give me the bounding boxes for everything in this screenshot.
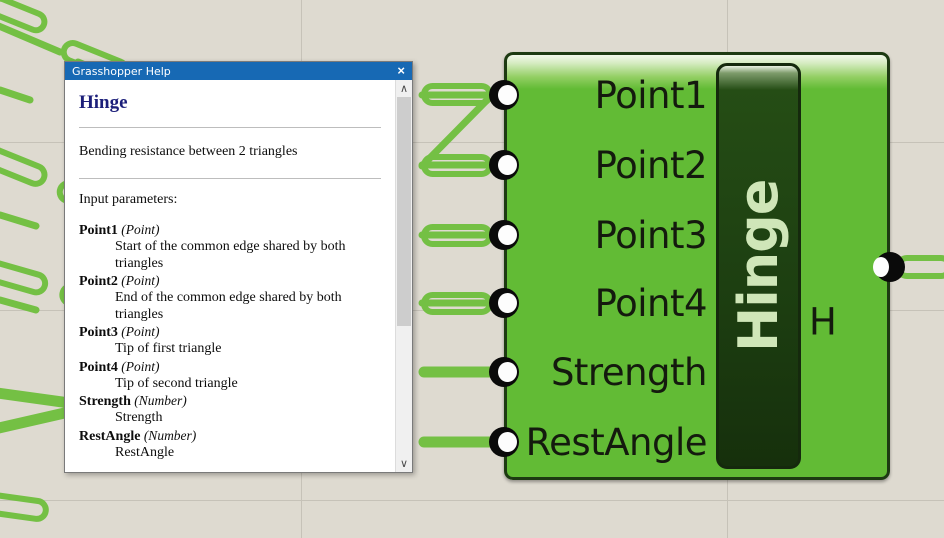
scroll-up-icon[interactable]: ∧ bbox=[399, 83, 409, 95]
help-parameter-name: Strength bbox=[79, 394, 131, 409]
help-parameter-name: RestAngle bbox=[79, 428, 141, 444]
help-parameter-type: (Point) bbox=[121, 324, 160, 339]
output-label-h: H bbox=[809, 300, 837, 344]
help-parameter-item: RestAngle (Number)RestAngle bbox=[79, 428, 381, 462]
input-label-point2: Point2 bbox=[594, 144, 708, 187]
help-parameter-description: Strength bbox=[115, 410, 163, 425]
scrollbar-track[interactable] bbox=[396, 97, 412, 455]
help-parameter-item: Point3 (Point)Tip of first triangle bbox=[79, 324, 381, 358]
help-parameter-item: Point1 (Point)Start of the common edge s… bbox=[79, 222, 381, 272]
grasshopper-help-dialog[interactable]: Grasshopper Help × Hinge Bending resista… bbox=[64, 61, 413, 473]
input-port-point4[interactable] bbox=[489, 288, 519, 318]
close-icon[interactable]: × bbox=[397, 63, 405, 78]
input-label-point3: Point3 bbox=[594, 214, 708, 257]
help-parameter-header: Point3 (Point) bbox=[79, 324, 381, 341]
component-title: Hinge bbox=[727, 179, 790, 353]
help-parameter-name: Point3 bbox=[79, 325, 118, 340]
help-parameter-description: Start of the common edge shared by both … bbox=[115, 239, 346, 271]
help-parameter-item: Strength (Number)Strength bbox=[79, 393, 381, 427]
input-port-point2[interactable] bbox=[489, 150, 519, 180]
divider bbox=[79, 178, 381, 179]
divider bbox=[79, 127, 381, 128]
help-parameter-header: RestAngle (Number) bbox=[79, 428, 381, 445]
help-parameter-description: Tip of first triangle bbox=[115, 341, 222, 356]
help-parameter-list: Point1 (Point)Start of the common edge s… bbox=[79, 222, 381, 461]
help-input-parameters-title: Input parameters: bbox=[79, 192, 178, 207]
help-parameter-item: Point4 (Point)Tip of second triangle bbox=[79, 359, 381, 393]
help-parameter-name: Point1 bbox=[79, 223, 118, 238]
help-parameter-type: (Number) bbox=[134, 393, 187, 408]
help-parameter-type: (Point) bbox=[121, 273, 160, 288]
component-name-capsule[interactable]: Hinge bbox=[716, 63, 801, 469]
output-port-h[interactable] bbox=[873, 252, 905, 282]
input-label-point1: Point1 bbox=[594, 74, 708, 117]
help-dialog-titlebar[interactable]: Grasshopper Help × bbox=[65, 62, 412, 80]
help-parameter-type: (Point) bbox=[121, 358, 160, 374]
input-label-strength: Strength bbox=[550, 351, 708, 394]
input-port-restangle[interactable] bbox=[489, 427, 519, 457]
input-port-strength[interactable] bbox=[489, 357, 519, 387]
help-dialog-title: Grasshopper Help bbox=[72, 64, 171, 78]
help-parameter-type: (Number) bbox=[143, 427, 197, 443]
scrollbar-thumb[interactable] bbox=[397, 97, 411, 327]
help-scrollbar[interactable]: ∧ ∨ bbox=[395, 80, 412, 472]
help-parameter-description: Tip of second triangle bbox=[115, 375, 238, 391]
help-parameter-description: RestAngle bbox=[115, 444, 175, 460]
help-parameter-header: Point4 (Point) bbox=[79, 359, 381, 376]
help-parameter-type: (Point) bbox=[121, 222, 160, 237]
grid-line-horizontal bbox=[0, 142, 944, 143]
input-port-point3[interactable] bbox=[489, 220, 519, 250]
help-parameter-header: Strength (Number) bbox=[79, 393, 381, 410]
help-parameter-name: Point4 bbox=[79, 359, 118, 375]
input-label-column: Point1 Point2 Point3 Point4 Strength Res… bbox=[507, 55, 708, 477]
grid-line-horizontal bbox=[0, 500, 944, 501]
help-content-area: Hinge Bending resistance between 2 trian… bbox=[65, 80, 395, 472]
help-parameter-description: End of the common edge shared by both tr… bbox=[115, 290, 342, 322]
help-parameter-item: Point2 (Point)End of the common edge sha… bbox=[79, 273, 381, 323]
grasshopper-component-hinge[interactable]: Point1 Point2 Point3 Point4 Strength Res… bbox=[504, 52, 890, 480]
help-dialog-body: Hinge Bending resistance between 2 trian… bbox=[65, 80, 412, 472]
input-port-point1[interactable] bbox=[489, 80, 519, 110]
help-parameter-header: Point2 (Point) bbox=[79, 273, 381, 290]
input-label-point4: Point4 bbox=[594, 282, 708, 325]
help-parameter-name: Point2 bbox=[79, 274, 118, 289]
help-heading: Hinge bbox=[79, 92, 128, 113]
help-parameter-header: Point1 (Point) bbox=[79, 222, 381, 239]
scroll-down-icon[interactable]: ∨ bbox=[399, 458, 409, 470]
help-description: Bending resistance between 2 triangles bbox=[79, 144, 298, 159]
input-label-restangle: RestAngle bbox=[525, 421, 708, 464]
